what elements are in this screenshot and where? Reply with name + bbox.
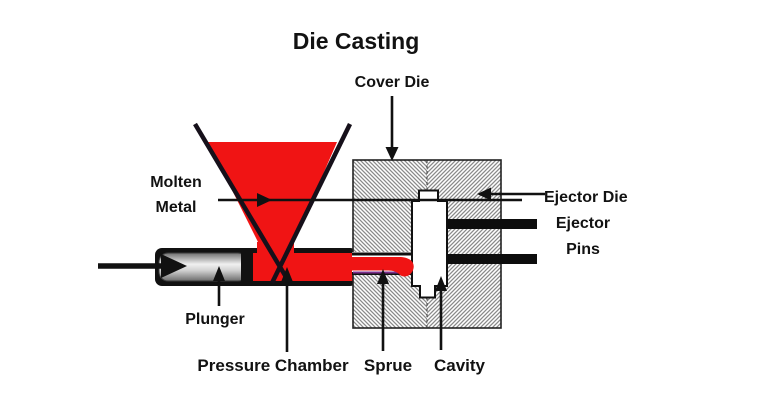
plunger-push-arrow: [98, 254, 187, 278]
cavity-arrow: [435, 276, 447, 350]
ejector-die-arrow: [477, 187, 545, 201]
sprue-molten-metal: [352, 257, 414, 277]
label-ejector-pins-line2: Pins: [566, 241, 600, 258]
label-ejector-pins-line1: Ejector: [555, 215, 611, 232]
label-plunger: Plunger: [185, 311, 245, 328]
ejector-pin-bottom: [447, 254, 537, 264]
label-cover-die: Cover Die: [354, 74, 430, 91]
pressure-chamber-arrow: [281, 267, 293, 352]
label-molten-metal: Molten Metal: [116, 170, 236, 220]
cover-die-arrow: [385, 96, 399, 161]
sprue-arrow: [377, 269, 389, 351]
label-molten-metal-line1: Molten: [150, 174, 202, 191]
label-ejector-die: Ejector Die: [544, 189, 628, 206]
funnel-molten-metal: [208, 142, 337, 246]
label-cavity: Cavity: [433, 356, 486, 375]
funnel-right-wall: [269, 123, 353, 284]
cavity-cutout: [411, 189, 448, 299]
plunger-tip: [241, 251, 253, 283]
label-molten-metal-line2: Metal: [155, 199, 197, 216]
label-ejector-pins: Ejector Pins: [523, 211, 643, 263]
plunger-arrow: [213, 266, 225, 306]
page-title: Die Casting: [292, 28, 420, 54]
molten-metal-arrow: [218, 193, 522, 207]
label-sprue: Sprue: [363, 356, 413, 375]
label-pressure-chamber: Pressure Chamber: [197, 356, 349, 375]
ejector-pin-top: [447, 219, 537, 229]
molten-metal-in-chamber: [249, 253, 357, 281]
